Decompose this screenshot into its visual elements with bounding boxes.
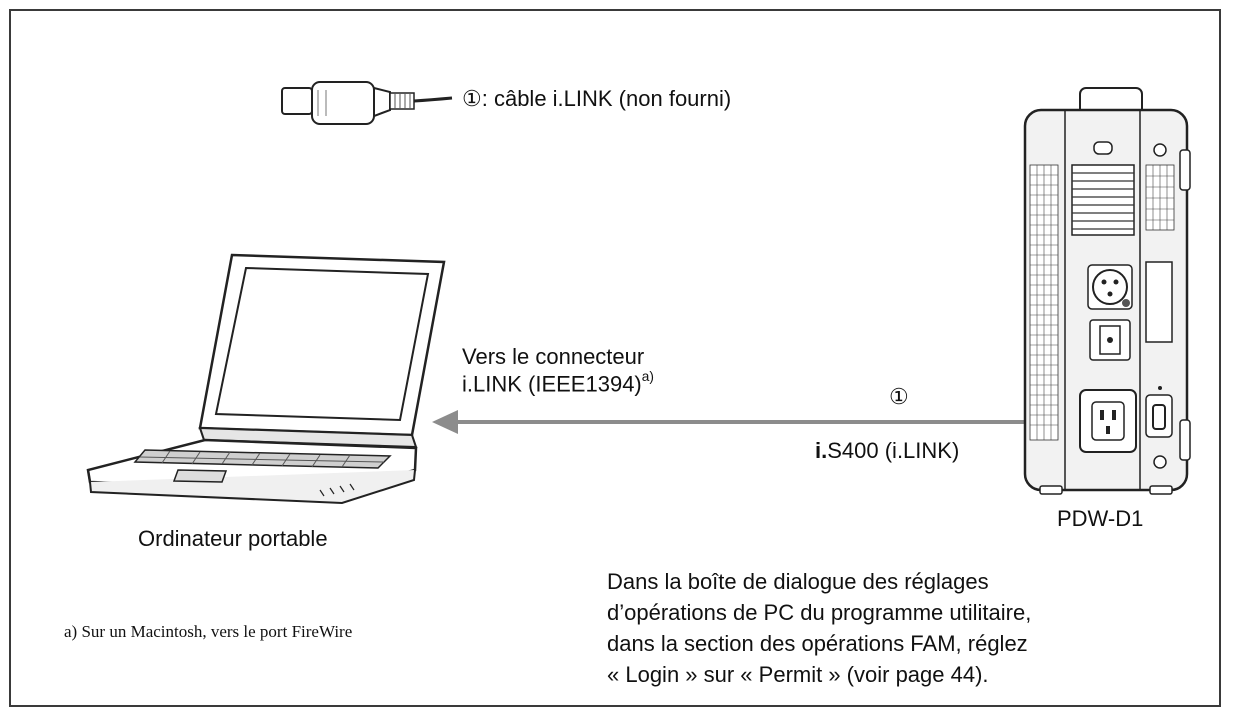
device-label: PDW-D1 bbox=[1057, 506, 1144, 531]
ilink-logo-icon: i. bbox=[815, 438, 828, 463]
ilink-cable-icon bbox=[281, 81, 453, 125]
laptop-icon bbox=[86, 253, 446, 505]
connector-label-line2: i.LINK (IEEE1394)a) bbox=[462, 368, 654, 397]
cable-legend: ①: câble i.LINK (non fourni) bbox=[462, 86, 731, 113]
figure-frame bbox=[9, 9, 1221, 707]
connector-label: Vers le connecteur i.LINK (IEEE1394)a) bbox=[462, 344, 654, 398]
pdw-d1-device-icon bbox=[1023, 87, 1191, 495]
cable-legend-text: : câble i.LINK (non fourni) bbox=[481, 86, 732, 111]
footnote-mark: a) bbox=[641, 368, 654, 384]
instruction-line: dans la section des opérations FAM, régl… bbox=[607, 631, 1028, 656]
footnote: a) Sur un Macintosh, vers le port FireWi… bbox=[64, 622, 353, 641]
cable-marker: ① bbox=[889, 384, 909, 409]
instruction-line: « Login » sur « Permit » (voir page 44). bbox=[607, 662, 989, 687]
port-label: i.S400 (i.LINK) bbox=[815, 438, 959, 465]
instruction-line: d’opérations de PC du programme utilitai… bbox=[607, 600, 1032, 625]
instructions: Dans la boîte de dialogue des réglages d… bbox=[607, 566, 1031, 690]
connector-label-line1: Vers le connecteur bbox=[462, 344, 645, 369]
instruction-line: Dans la boîte de dialogue des réglages bbox=[607, 569, 989, 594]
laptop-label: Ordinateur portable bbox=[138, 526, 328, 551]
cable-legend-marker: ① bbox=[462, 86, 482, 111]
port-label-text: S400 (i.LINK) bbox=[827, 438, 960, 463]
